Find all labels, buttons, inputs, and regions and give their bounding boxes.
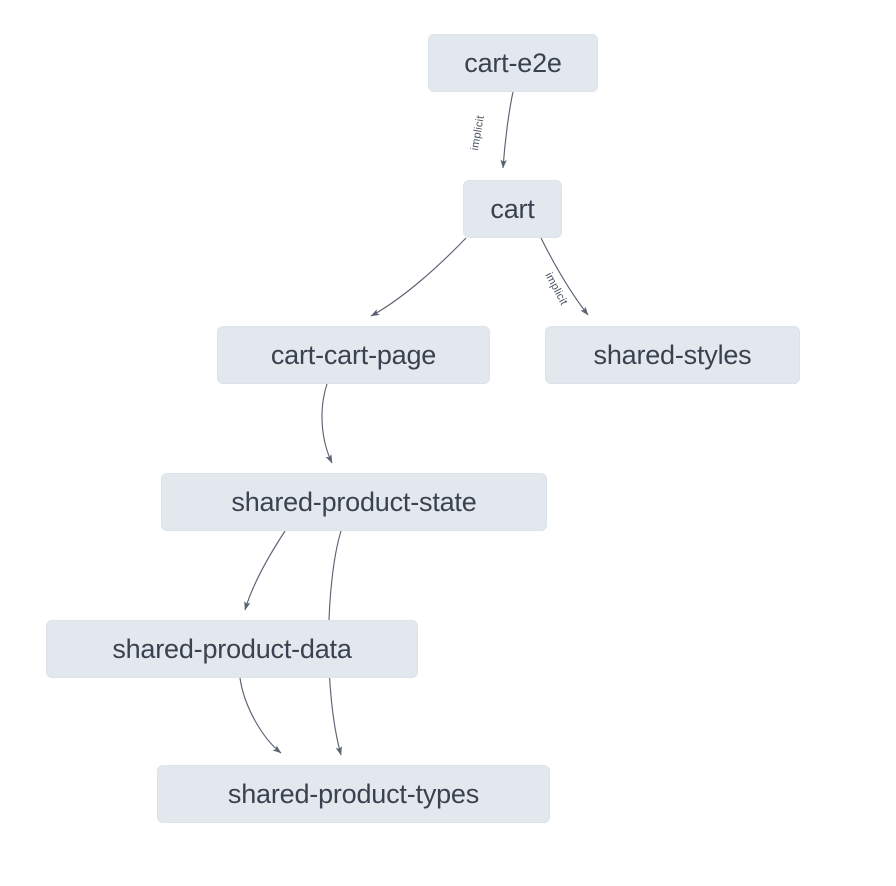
graph-node-cart[interactable]: cart (463, 180, 562, 238)
graph-edge (540, 237, 589, 316)
graph-node-cart-e2e[interactable]: cart-e2e (428, 34, 598, 92)
graph-node-shared-product-data[interactable]: shared-product-data (46, 620, 418, 678)
graph-node-shared-product-state[interactable]: shared-product-state (161, 473, 547, 531)
graph-node-shared-product-types[interactable]: shared-product-types (157, 765, 550, 823)
graph-edge (244, 530, 286, 611)
graph-node-shared-styles[interactable]: shared-styles (545, 326, 800, 384)
graph-node-label: cart (490, 193, 535, 224)
graph-node-label: cart-cart-page (270, 339, 437, 370)
graph-node-label: shared-product-state (231, 486, 477, 517)
graph-edge (500, 91, 514, 169)
graph-edge (321, 383, 333, 464)
graph-node-cart-cart-page[interactable]: cart-cart-page (217, 326, 490, 384)
graph-edge (239, 677, 282, 754)
graph-node-label: shared-styles (593, 339, 752, 370)
graph-edge (370, 237, 467, 317)
graph-node-label: shared-product-types (227, 778, 480, 809)
graph-node-label: cart-e2e (464, 47, 562, 78)
graph-node-label: shared-product-data (112, 633, 352, 664)
